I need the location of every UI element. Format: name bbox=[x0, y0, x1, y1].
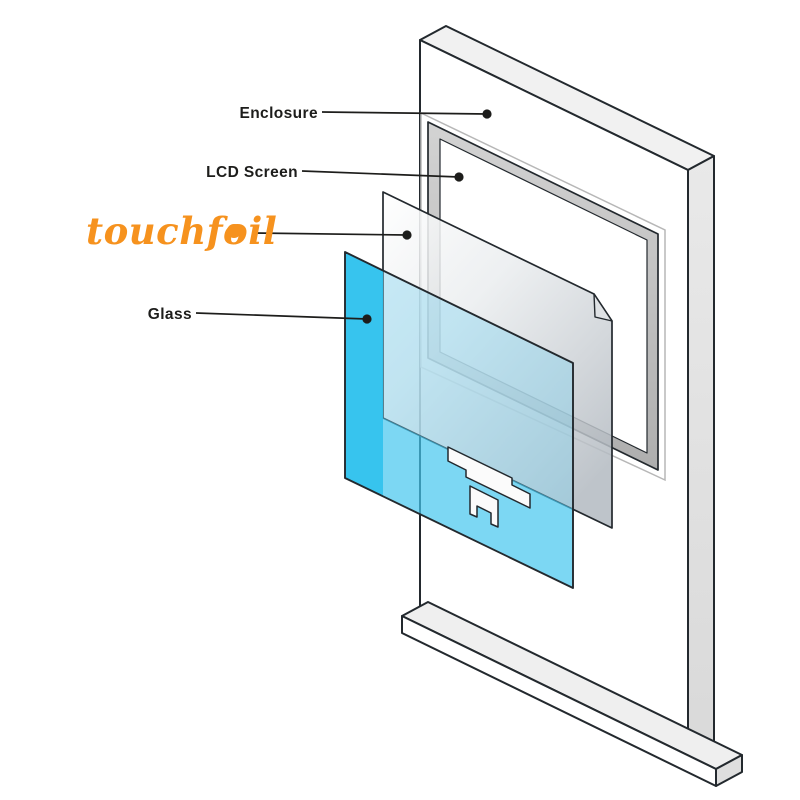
glass-panel bbox=[344, 251, 574, 589]
touchfoil-logo: touchfoil bbox=[86, 209, 277, 253]
touchfoil-leader-dot bbox=[402, 230, 412, 240]
touchfoil-tail-connector bbox=[447, 446, 531, 528]
touchfoil-folded-corner bbox=[593, 293, 613, 322]
enclosure-leader-line bbox=[321, 111, 488, 115]
callout-touchfoil: touchfoil bbox=[86, 209, 412, 253]
glass-leader-line bbox=[195, 312, 368, 320]
base-side-face bbox=[715, 754, 743, 787]
glass-leader-dot bbox=[362, 314, 372, 324]
glass-outline bbox=[344, 251, 574, 589]
touchfoil-leader-line bbox=[251, 232, 408, 236]
lcd-leader-dot bbox=[454, 172, 464, 182]
callouts: Enclosure LCD Screen touchfoil Glass bbox=[86, 105, 492, 324]
tail-bracket bbox=[469, 485, 499, 528]
enclosure-leader-dot bbox=[482, 109, 492, 119]
callout-enclosure: Enclosure bbox=[239, 105, 492, 122]
kiosk-base bbox=[401, 601, 743, 787]
touchfoil-logo-dot bbox=[227, 224, 241, 238]
tail-step-cutout bbox=[447, 446, 531, 509]
callout-lcd-screen: LCD Screen bbox=[206, 164, 464, 182]
enclosure-side-face bbox=[687, 155, 715, 759]
glass-left-strip bbox=[345, 252, 383, 496]
callout-glass: Glass bbox=[148, 306, 372, 324]
label-glass: Glass bbox=[148, 306, 192, 323]
lcd-leader-line bbox=[301, 170, 460, 178]
label-enclosure: Enclosure bbox=[239, 105, 318, 122]
label-lcd-screen: LCD Screen bbox=[206, 164, 298, 181]
